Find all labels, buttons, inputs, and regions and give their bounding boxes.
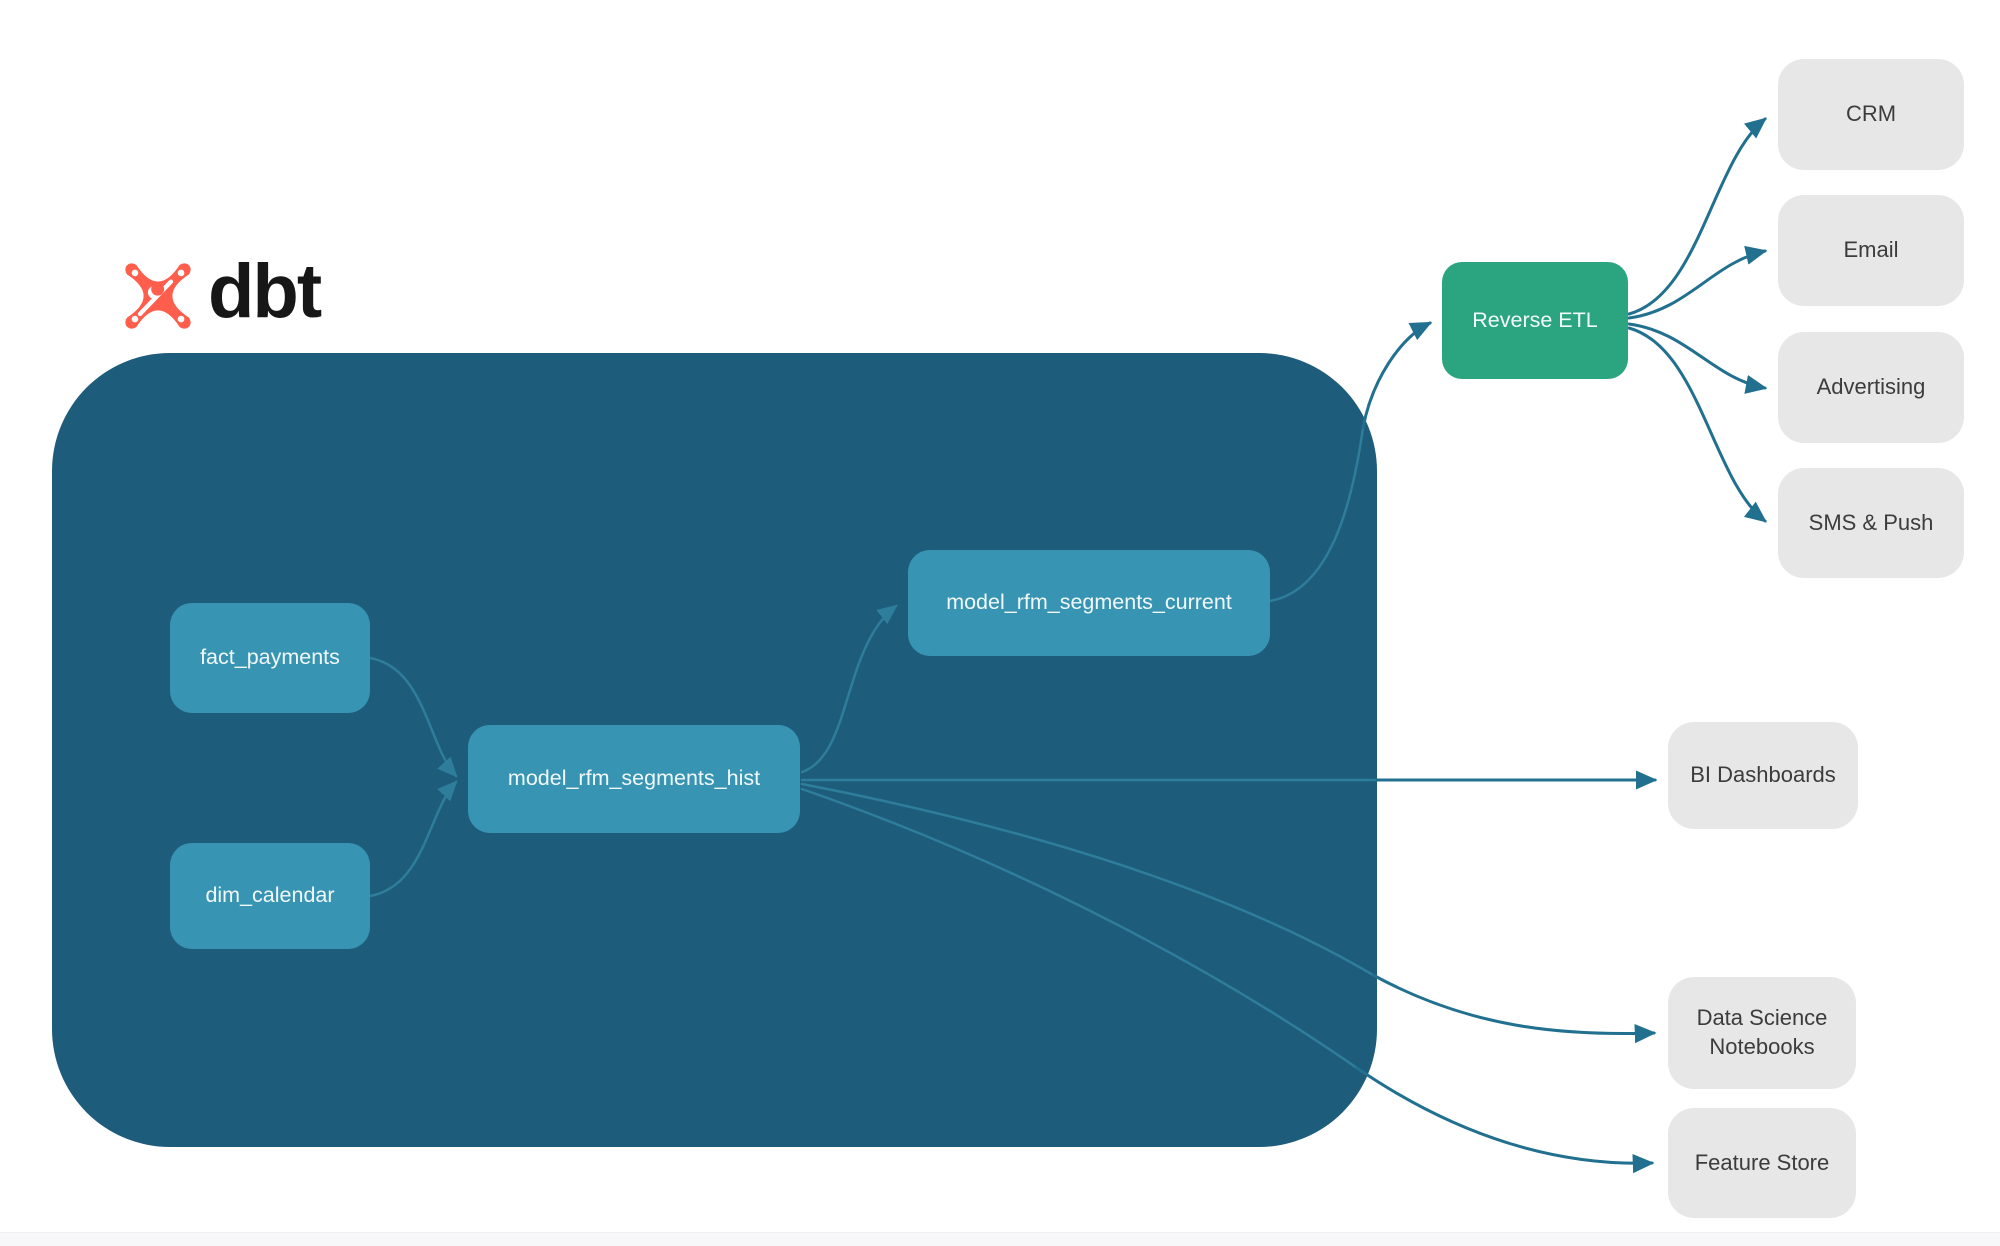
edge-reverse_etl-crm <box>1627 117 1767 316</box>
dbt-logo-text: dbt <box>208 249 322 334</box>
edge-reverse_etl-sms_push <box>1627 326 1767 523</box>
node-dim-calendar-label: dim_calendar <box>205 883 335 908</box>
node-fact-payments-label: fact_payments <box>200 645 340 670</box>
node-model-rfm-segments-current-label: model_rfm_segments_current <box>946 590 1232 615</box>
node-reverse-etl: Reverse ETL <box>1442 262 1628 379</box>
node-reverse-etl-label: Reverse ETL <box>1472 307 1598 332</box>
node-model-rfm-segments-hist-label: model_rfm_segments_hist <box>507 766 761 791</box>
edge-model_rfm_segments_hist-feature_store <box>1355 1066 1655 1174</box>
node-feature-store: Feature Store <box>1668 1108 1856 1218</box>
node-advertising: Advertising <box>1778 332 1964 443</box>
node-crm: CRM <box>1778 59 1964 170</box>
edge-reverse_etl-advertising <box>1627 322 1768 394</box>
node-data-science-notebooks: Data Science Notebooks <box>1668 977 1856 1089</box>
node-dim-calendar: dim_calendar <box>170 843 370 949</box>
dbt-logo-icon <box>125 263 191 329</box>
edge-model_rfm_segments_hist-ds_notebooks <box>1371 973 1657 1044</box>
node-data-science-notebooks-label: Data Science Notebooks <box>1696 1005 1828 1059</box>
node-advertising-label: Advertising <box>1816 374 1926 400</box>
node-email-label: Email <box>1843 237 1899 263</box>
node-model-rfm-segments-current: model_rfm_segments_current <box>908 550 1270 656</box>
edge-model_rfm_segments_current-reverse_etl <box>1361 321 1433 430</box>
node-bi-dashboards: BI Dashboards <box>1668 722 1858 829</box>
node-fact-payments: fact_payments <box>170 603 370 713</box>
node-feature-store-label: Feature Store <box>1694 1149 1830 1175</box>
node-sms-push-label: SMS & Push <box>1808 509 1934 535</box>
node-crm-label: CRM <box>1845 101 1897 127</box>
bottom-strip <box>0 1232 2000 1246</box>
node-sms-push: SMS & Push <box>1778 468 1964 578</box>
edge-reverse_etl-email <box>1627 245 1768 320</box>
node-email: Email <box>1778 195 1964 306</box>
node-model-rfm-segments-hist: model_rfm_segments_hist <box>468 725 800 833</box>
dbt-logo: dbt <box>122 254 322 334</box>
node-bi-dashboards-label: BI Dashboards <box>1690 762 1836 788</box>
